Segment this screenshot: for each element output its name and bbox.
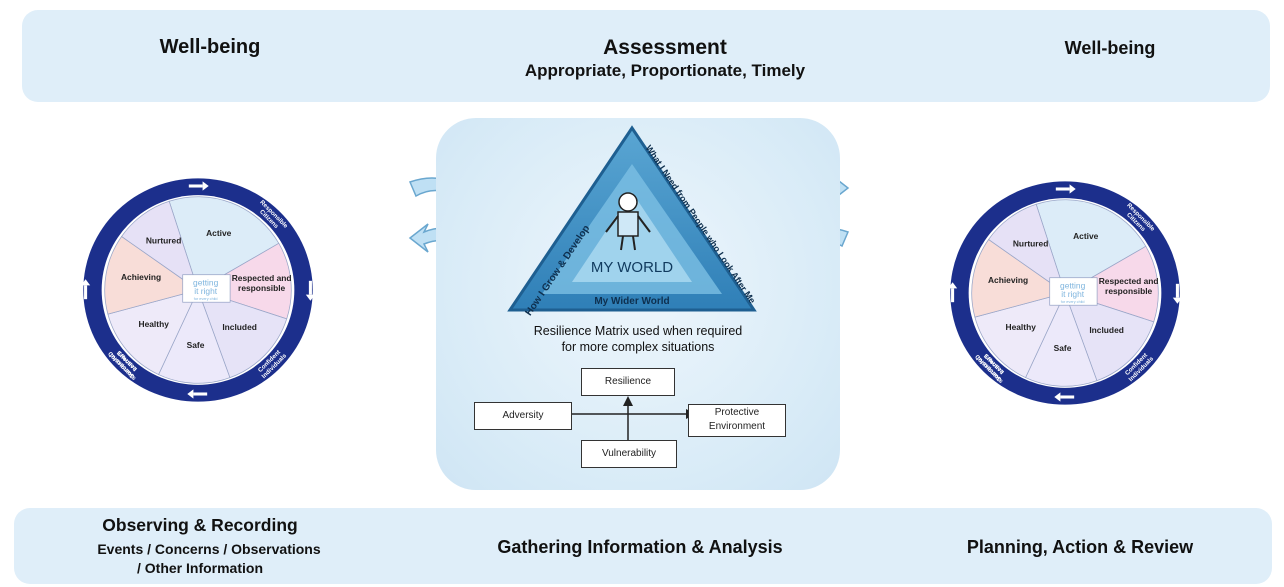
wheel-segment-6 (971, 238, 1066, 318)
wheel-segment-label: Included (1089, 325, 1124, 335)
matrix-protective-environment-box: Protective Environment (688, 404, 786, 437)
wheel-segment-5 (107, 289, 199, 376)
my-world-center-label: MY WORLD (591, 259, 673, 276)
getting-it-right-logo (182, 274, 231, 303)
logo-line: for every child (1061, 300, 1085, 304)
ring-arrow-icon (1055, 184, 1076, 194)
wheel-segment-label: Active (1073, 231, 1099, 241)
process-footer-band (14, 508, 1272, 584)
assessment-subtitle: Appropriate, Proportionate, Timely (524, 61, 806, 80)
assessment-header-band (22, 10, 1270, 102)
wheel-segment-3 (197, 289, 288, 379)
wheel-segment-3 (1064, 292, 1155, 382)
wheel-segment-label: Included (222, 322, 257, 332)
ring-arrow-icon (948, 282, 958, 303)
matrix-adversity-box: Adversity (474, 402, 572, 430)
wheel-segment-label: Safe (187, 340, 205, 350)
logo-line: it right (1061, 289, 1085, 299)
ring-arrow-icon (1172, 283, 1182, 304)
wheel-segment-label: Healthy (1006, 322, 1037, 332)
wheel-segment-5 (974, 292, 1066, 379)
child-figure-icon (605, 192, 651, 251)
logo-line: it right (194, 286, 218, 296)
wheel-segment-label: Safe (1054, 343, 1072, 353)
wheel-segment-6 (104, 235, 199, 315)
observing-recording-line2: Events / Concerns / Observations (97, 541, 321, 557)
my-world-triangle: MY WORLD My Wider World How I Grow & Dev… (507, 125, 757, 318)
wheel-segment-1 (168, 196, 280, 291)
matrix-resilience-box: Resilience (581, 368, 675, 396)
assessment-title: Assessment (603, 36, 727, 59)
logo-line: getting (193, 277, 219, 287)
gathering-information-label: Gathering Information & Analysis (497, 537, 783, 557)
wheel-segment-label: Nurtured (1013, 239, 1048, 249)
wheel-segment-4 (1025, 292, 1098, 387)
ring-arrow-icon (187, 389, 208, 399)
wheel-segment-label: Active (206, 228, 232, 238)
ring-arrow-icon (1054, 392, 1075, 402)
wheel-segment-7 (121, 200, 199, 291)
wheel-segment-label: Nurtured (146, 236, 182, 246)
matrix-caption-line1: Resilience Matrix used when required (533, 324, 743, 338)
wheel-segment-2 (197, 242, 292, 320)
logo-line: getting (1060, 280, 1086, 290)
ring-arrow-icon (81, 279, 91, 300)
matrix-caption-line2: for more complex situations (561, 340, 715, 354)
wellbeing-right-title: Well-being (1064, 38, 1156, 58)
wheel-segment-label: Achieving (988, 275, 1028, 285)
logo-line: for every child (194, 297, 218, 301)
my-world-bottom-label: My Wider World (594, 296, 669, 307)
ring-arrow-icon (188, 181, 209, 191)
wheel-segment-1 (1035, 199, 1147, 294)
observing-recording-title: Observing & Recording (102, 515, 298, 535)
wheel-segment-label: Achieving (121, 272, 161, 282)
wheel-segment-4 (158, 289, 231, 384)
wheel-segment-7 (988, 203, 1066, 294)
matrix-vulnerability-box: Vulnerability (581, 440, 677, 468)
wellbeing-left-title: Well-being (159, 36, 261, 58)
wheel-segment-label: Healthy (139, 319, 170, 329)
planning-action-review-label: Planning, Action & Review (966, 537, 1194, 557)
observing-recording-line3: / Other Information (137, 560, 263, 576)
getting-it-right-logo (1049, 277, 1098, 306)
ring-arrow-icon (305, 280, 315, 301)
wheel-segment-2 (1064, 245, 1159, 323)
